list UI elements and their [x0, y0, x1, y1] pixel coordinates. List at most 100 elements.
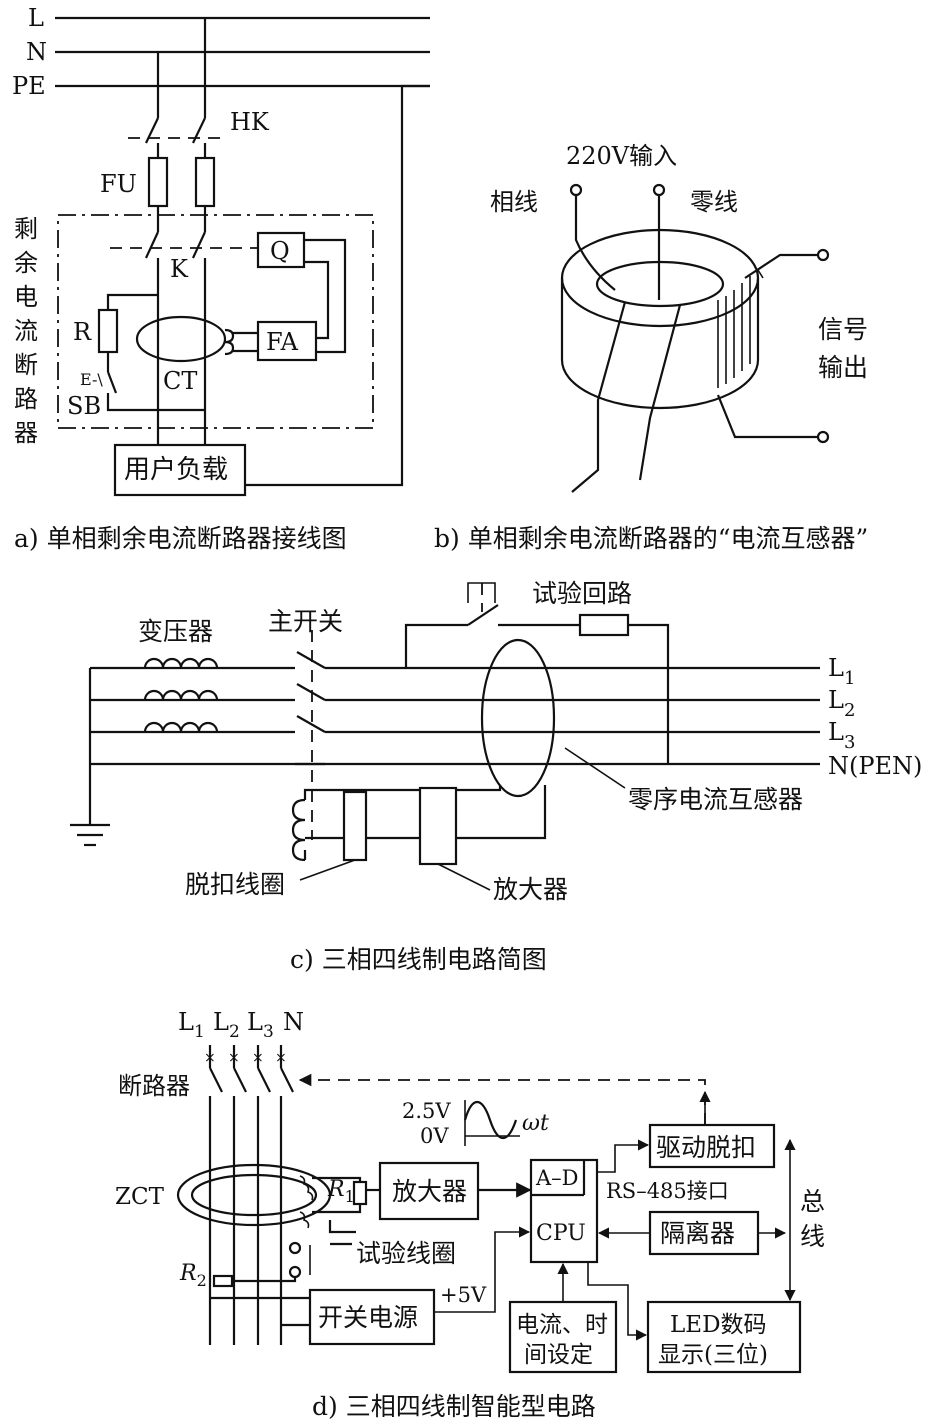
fuse-neutral [147, 156, 169, 208]
pe-return [245, 84, 430, 487]
svg-text:电: 电 [14, 283, 38, 311]
label-bus-1: 总 [800, 1187, 825, 1216]
label-isolator: 隔离器 [660, 1219, 735, 1248]
amplifier-box [418, 786, 458, 866]
svg-text:×: × [252, 1050, 264, 1066]
label-cpu: CPU [536, 1221, 586, 1246]
label-amplifier-d: 放大器 [392, 1177, 467, 1206]
label-sb: SB [67, 392, 101, 420]
isolator-box [648, 1210, 760, 1256]
svg-text:×: × [204, 1050, 216, 1066]
sb-contact [106, 371, 118, 394]
zct-outer [176, 1163, 332, 1227]
label-test-coil: 试验线圈 [356, 1239, 456, 1268]
svg-text:器: 器 [14, 419, 38, 447]
resistor-r2 [212, 1274, 234, 1288]
label-2-5v: 2.5V [402, 1099, 451, 1123]
svg-text:×: × [228, 1050, 240, 1066]
signal-terminal-top [816, 248, 830, 262]
zct-inner [190, 1173, 318, 1217]
label-signal-2: 输出 [818, 353, 868, 382]
label-signal-1: 信号 [818, 315, 868, 344]
label-drive-trip: 驱动脱扣 [656, 1133, 756, 1162]
label-omega-t: ωt [522, 1111, 549, 1136]
label-load: 用户负载 [124, 455, 228, 485]
svg-text:流: 流 [14, 317, 38, 345]
label-l3: L3 [828, 718, 855, 753]
label-rs485: RS–485接口 [606, 1179, 729, 1203]
switch-psu-box [308, 1288, 436, 1346]
breaker-enclosure [57, 214, 374, 429]
main-switch [295, 630, 326, 840]
setting-box [508, 1300, 618, 1374]
trip-feedback-dashed [298, 1073, 706, 1125]
label-0v: 0V [420, 1124, 449, 1148]
label-n-pen: N(PEN) [828, 752, 922, 780]
zero-sequence-ct [480, 638, 556, 798]
cpu-block [529, 1158, 599, 1264]
caption-a: a) 单相剩余电流断路器接线图 [14, 524, 347, 553]
k-contact-phase [192, 231, 206, 259]
label-breaker-d: 断路器 [118, 1072, 190, 1100]
label-fu: FU [100, 170, 137, 198]
label-switch-psu: 开关电源 [318, 1303, 418, 1332]
label-transformer: 变压器 [138, 617, 213, 646]
label-setting-2: 间设定 [524, 1342, 593, 1368]
neutral-terminal [652, 183, 666, 197]
label-setting-1: 电流、时 [516, 1312, 608, 1338]
svg-text:×: × [275, 1050, 287, 1066]
label-l1: L1 [828, 654, 855, 689]
phase-terminal [569, 183, 583, 197]
fuse-phase [194, 156, 216, 208]
sine-waveform [463, 1100, 518, 1140]
trip-coil [291, 798, 306, 862]
drive-trip-box [648, 1123, 776, 1169]
label-neutral: 零线 [690, 188, 738, 216]
trip-coil-box [342, 790, 368, 862]
label-n: N [26, 38, 47, 66]
label-amplifier-c: 放大器 [493, 875, 568, 904]
signal-lead-top [744, 253, 818, 279]
label-main-switch: 主开关 [268, 607, 343, 636]
ct-core [135, 315, 227, 363]
label-hk: HK [230, 108, 270, 136]
signal-terminal-bottom [816, 430, 830, 444]
fa-q-link-2 [304, 238, 347, 354]
label-led-1: LED数码 [670, 1312, 767, 1338]
ct-leader [564, 747, 626, 789]
ct-secondary-coil [224, 328, 235, 356]
label-k: K [170, 255, 189, 283]
user-load-box [113, 443, 247, 497]
toroid-body [560, 278, 760, 410]
caption-b: b) 单相剩余电流断路器的“电流互感器” [434, 524, 868, 553]
label-ct: CT [163, 367, 197, 395]
label-d-l2: L2 [213, 1008, 240, 1042]
breaker-contacts [205, 1067, 294, 1096]
label-220v-input: 220V输入 [566, 142, 677, 170]
label-bus-2: 线 [800, 1222, 825, 1251]
led-display-box [646, 1300, 802, 1374]
k-contact-neutral [145, 231, 159, 259]
q-block [256, 231, 306, 269]
phase-conductor [571, 301, 627, 493]
label-q: Q [270, 237, 290, 265]
panel-c-three-phase-circuit: 变压器 主开关 试验回路 L1 L2 L3 N(PEN) 零序电流互感器 [70, 579, 922, 974]
panel-b-current-transformer: 220V输入 相线 零线 信号 输出 b) 单相剩余电流断路器的“电流互感 [434, 142, 868, 553]
caption-c: c) 三相四线制电路简图 [290, 945, 547, 974]
label-d-l1: L1 [178, 1008, 205, 1042]
resistor-r [97, 308, 119, 354]
label-ad: A–D [535, 1166, 579, 1190]
label-plus5v: +5V [440, 1283, 487, 1307]
test-resistor [578, 613, 630, 637]
secondary-winding [717, 269, 764, 388]
fa-block [256, 320, 318, 362]
label-phase: 相线 [490, 188, 538, 216]
label-test-loop: 试验回路 [532, 579, 632, 608]
label-d-l3: L3 [247, 1008, 274, 1042]
neutral-conductor [638, 304, 682, 481]
panel-a-wiring-diagram: L N PE HK FU 剩 余 电 流 断 路 器 [12, 4, 430, 553]
label-l2: L2 [828, 686, 855, 721]
hk-blade-neutral [145, 117, 159, 144]
label-zero-ct: 零序电流互感器 [628, 785, 803, 814]
